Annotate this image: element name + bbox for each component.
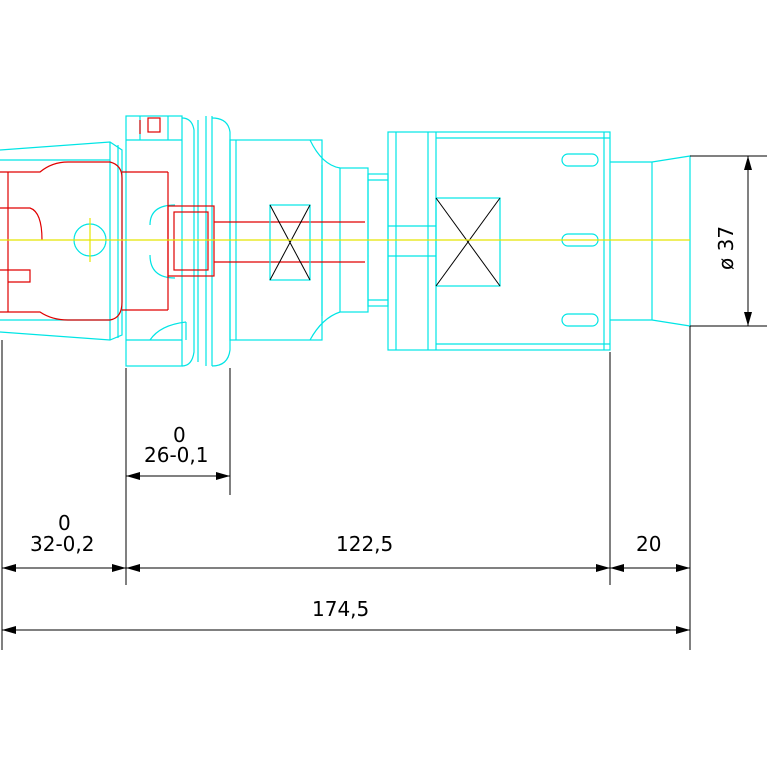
tol-26-upper: 0 [173,423,186,447]
tol-32-label: 32-0,2 [30,532,94,556]
wrench-flat-marks [269,197,501,287]
centerline [0,218,690,262]
len-total-label: 174,5 [312,597,369,621]
tool-holder-outline [0,115,691,367]
len-122-5-label: 122,5 [336,532,393,556]
diameter-label: ø 37 [714,226,738,270]
dimension-lines [1,155,767,650]
tol-26-label: 26-0,1 [144,443,208,467]
len-20-label: 20 [636,532,661,556]
tol-32-upper: 0 [58,511,71,535]
